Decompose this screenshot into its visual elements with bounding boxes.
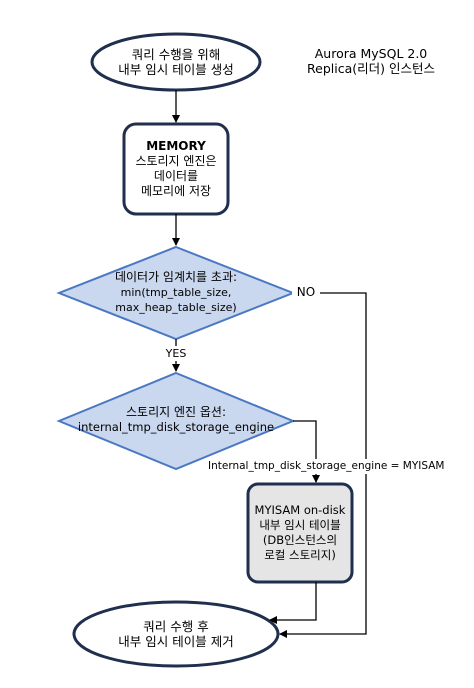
- edge-label-no: NO: [292, 285, 320, 300]
- arrow-myisam-to-end: [269, 582, 317, 624]
- end-node-label: 쿼리 수행 후 내부 임시 테이블 제거: [86, 619, 266, 649]
- end-ellipse: [72, 600, 280, 668]
- myisam-box: [246, 482, 354, 584]
- edge-label-yes: YES: [160, 346, 192, 361]
- decision1-label: 데이터가 임계치를 초과: min(tmp_table_size, max_he…: [86, 270, 266, 315]
- end-line2: 내부 임시 테이블 제거: [118, 634, 234, 649]
- decision2-label: 스토리지 엔진 옵션: internal_tmp_disk_storage_en…: [66, 405, 286, 435]
- myisam-line2: 내부 임시 테이블: [259, 518, 341, 532]
- memory-line2: 스토리지 엔진은: [135, 154, 217, 168]
- start-line1: 쿼리 수행을 위해: [131, 47, 221, 62]
- myisam-line4: 로컬 스토리지): [264, 548, 336, 562]
- decision2-line1: 스토리지 엔진 옵션:: [126, 405, 226, 419]
- memory-line4: 메모리에 저장: [140, 184, 212, 198]
- myisam-line3: (DB인스턴스의: [262, 533, 338, 547]
- myisam-node-label: MYISAM on-disk 내부 임시 테이블 (DB인스턴스의 로컬 스토리…: [248, 503, 352, 563]
- decision1-line3: max_heap_table_size): [115, 301, 237, 314]
- start-node-label: 쿼리 수행을 위해 내부 임시 테이블 생성: [96, 47, 256, 77]
- decision1-line1: 데이터가 임계치를 초과:: [114, 270, 238, 284]
- memory-line1: MEMORY: [146, 139, 206, 153]
- start-line2: 내부 임시 테이블 생성: [118, 62, 234, 77]
- decision2-line2: internal_tmp_disk_storage_engine: [77, 420, 275, 434]
- memory-line3: 데이터를: [153, 169, 199, 183]
- decision1-line2: min(tmp_table_size,: [120, 286, 232, 299]
- instance-header-line2: Replica(리더) 인스턴스: [307, 61, 435, 76]
- instance-header-line1: Aurora MySQL 2.0: [314, 46, 428, 61]
- myisam-line1: MYISAM on-disk: [254, 503, 346, 517]
- end-line1: 쿼리 수행 후: [143, 619, 209, 634]
- instance-header: Aurora MySQL 2.0 Replica(리더) 인스턴스: [296, 46, 446, 76]
- memory-node-label: MEMORY 스토리지 엔진은 데이터를 메모리에 저장: [124, 139, 228, 199]
- edge-label-engine: Internal_tmp_disk_storage_engine = MYISA…: [208, 459, 446, 474]
- decision2-diamond: [56, 371, 296, 471]
